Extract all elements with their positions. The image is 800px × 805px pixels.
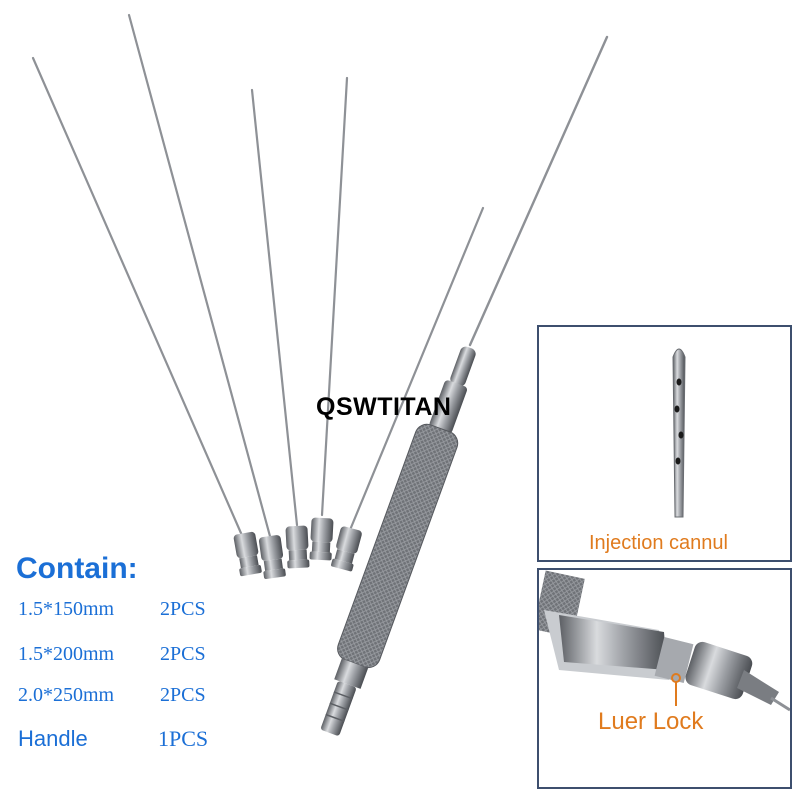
side-port [675, 457, 681, 465]
luer-hub [331, 526, 362, 572]
item-qty: 2PCS [160, 598, 206, 620]
cannula-caption: Injection cannul [589, 532, 728, 554]
luer-hub [285, 525, 310, 569]
contents-item: Handle 1PCS [18, 726, 208, 752]
cannula-needle [320, 76, 349, 517]
contents-item: 2.0*250mm 2PCS [18, 684, 206, 707]
item-qty: 1PCS [158, 726, 209, 751]
luer-lock-inset: Luer Lock [537, 568, 792, 789]
contents-title: Contain: [16, 552, 138, 585]
item-size: 1.5*150mm [18, 598, 115, 620]
item-qty: 2PCS [160, 643, 206, 665]
brand-watermark: QSWTITAN [316, 393, 452, 421]
luer-caption: Luer Lock [596, 708, 706, 736]
cannula-needle [31, 56, 246, 542]
luer-hub [309, 517, 334, 561]
item-size: Handle [18, 726, 88, 751]
cannula-needles [31, 13, 609, 542]
side-port [676, 378, 682, 386]
luer-hub [233, 531, 262, 577]
item-size: 1.5*200mm [18, 643, 115, 665]
luer-lock-closeup [539, 570, 790, 787]
luer-hub [258, 535, 286, 579]
item-qty: 2PCS [160, 684, 206, 706]
cannula-needle [468, 35, 609, 347]
cannula-needle [250, 88, 299, 527]
cannula-needle [127, 13, 273, 542]
cannula-needle [348, 206, 485, 532]
cannula-tip-inset: Injection cannul [537, 325, 792, 562]
side-port [678, 431, 684, 439]
contents-item: 1.5*150mm 2PCS [18, 598, 206, 621]
side-port [674, 405, 680, 413]
cannula-tip-closeup [539, 327, 790, 560]
contents-item: 1.5*200mm 2PCS [18, 643, 206, 666]
cannula-handle [321, 346, 476, 736]
item-size: 2.0*250mm [18, 684, 115, 706]
luer-hubs [233, 517, 362, 579]
